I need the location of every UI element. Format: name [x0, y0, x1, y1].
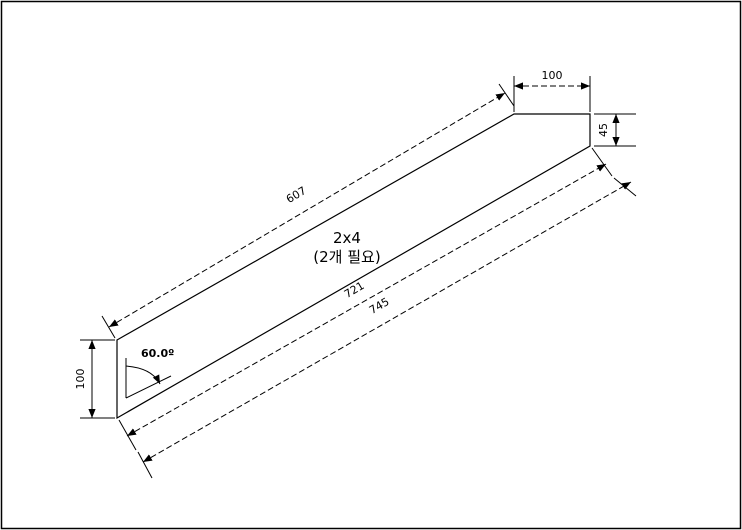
dimension-label-top-100: 100 [542, 69, 563, 82]
part-outline [116, 113, 591, 420]
extension-line [591, 147, 613, 177]
dimension-label-607: 607 [284, 184, 309, 206]
dimension-label-45: 45 [597, 123, 610, 137]
dimension-left-100: 100 [74, 339, 115, 419]
dimension-label-left-100: 100 [74, 369, 87, 390]
dimension-745: 745 [137, 177, 637, 479]
dimension-label-721: 721 [342, 279, 367, 301]
dimension-top-100: 100 [513, 69, 591, 112]
part-quantity-label: (2개 필요) [313, 248, 380, 266]
extension-line [101, 315, 116, 339]
extension-line [498, 83, 515, 107]
extension-line [137, 451, 153, 479]
part-name-label: 2x4 [333, 229, 361, 247]
dimension-line [142, 181, 632, 463]
extension-line [118, 419, 137, 451]
angle-arc [125, 365, 161, 385]
extension-line [613, 177, 637, 197]
dimension-line [126, 163, 607, 437]
dimension-607: 607 [101, 83, 515, 339]
dimension-45: 45 [594, 113, 636, 147]
angle-label: 60.0º [141, 347, 174, 360]
dimension-label-745: 745 [367, 295, 392, 317]
dimension-line [108, 92, 506, 328]
angle-leg-diagonal [125, 375, 172, 399]
dimension-721: 721 [118, 147, 613, 451]
angle-annotation: 60.0º [125, 347, 174, 399]
